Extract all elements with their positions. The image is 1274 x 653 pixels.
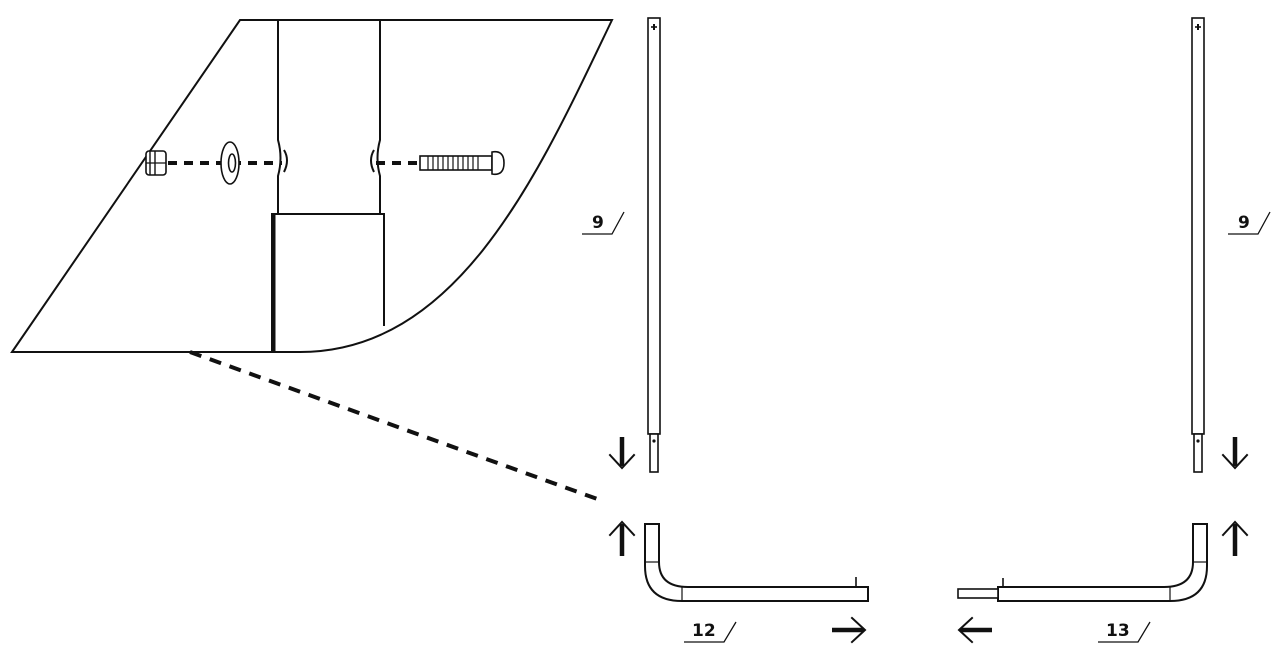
right-base (957, 523, 1208, 602)
nut-icon (145, 150, 167, 176)
callout-frame (10, 19, 614, 353)
callout-hole-left (283, 149, 288, 173)
label-left-post-text: 9 (592, 213, 604, 233)
arrow-up-icon (1221, 520, 1249, 556)
right-post (1191, 17, 1205, 473)
label-left-base: 12 (684, 621, 737, 643)
arrow-down-icon (608, 437, 636, 470)
washer-icon (220, 141, 240, 185)
label-right-base-text: 13 (1106, 621, 1130, 641)
detail-callout (10, 19, 614, 353)
callout-upper-tube (277, 20, 381, 214)
callout-leader (189, 350, 601, 502)
label-right-post: 9 (1228, 211, 1271, 235)
label-left-post: 9 (582, 211, 625, 235)
callout-lower-tube (271, 213, 385, 352)
arrow-left-icon (957, 616, 992, 644)
label-left-base-text: 12 (692, 621, 716, 641)
label-right-post-text: 9 (1238, 213, 1250, 233)
bolt-icon (419, 150, 505, 176)
arrow-down-icon (1221, 437, 1249, 470)
arrow-up-icon (608, 520, 636, 556)
callout-hole-right (370, 149, 375, 173)
left-post (647, 17, 661, 473)
label-right-base: 13 (1098, 621, 1151, 643)
left-base (644, 523, 869, 602)
arrow-right-icon (832, 616, 867, 644)
